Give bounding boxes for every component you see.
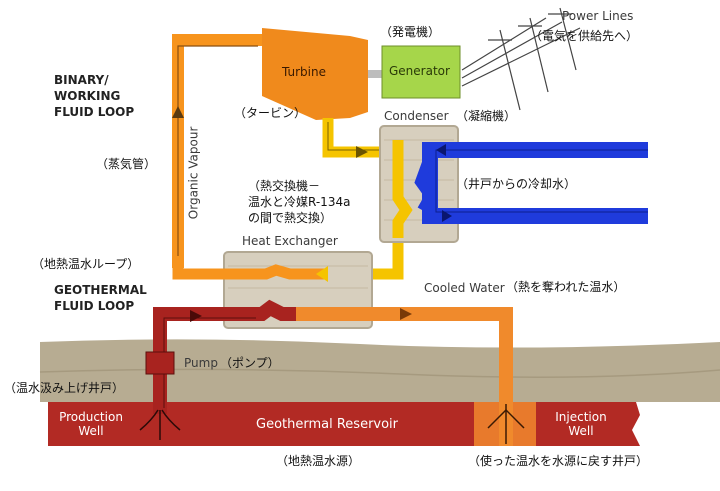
condenser-label: Condenser (384, 109, 449, 123)
hx-note-line2: 温水と冷媒R-134a (248, 195, 351, 209)
geothermal-reservoir-jp-label: （地熱温水源） (276, 454, 361, 468)
well-water-jp-label: （井戸からの冷却水） (456, 177, 577, 191)
injection-well-line2: Well (568, 423, 594, 438)
pump-label: Pump (184, 356, 218, 370)
turbine-jp-label: （タービン） (234, 106, 307, 120)
binary-loop-line1: BINARY/ (54, 73, 109, 87)
generator-label: Generator (389, 64, 450, 78)
cooling-flow-arrow-out (442, 210, 452, 222)
power-lines-jp-label: （電気を供給先へ） (530, 29, 639, 43)
hx-note-line1: （熱交換機－ (248, 179, 321, 193)
injection-well-jp-label: （使った温水を水源に戻す井戸） (468, 454, 649, 468)
liquid-flow-arrow (356, 146, 368, 158)
organic-vapour-label: Organic Vapour (186, 126, 201, 220)
production-well-label: Production Well (56, 410, 126, 439)
geothermal-loop-heading: GEOTHERMAL FLUID LOOP (54, 282, 147, 314)
cooling-flow-arrow-in (436, 144, 446, 156)
heat-exchanger-label: Heat Exchanger (242, 234, 338, 248)
cooled-flow-arrow (400, 308, 412, 320)
geothermal-hot-pipe (153, 299, 296, 414)
binary-loop-heading: BINARY/ WORKING FLUID LOOP (54, 72, 134, 120)
condenser-jp-label: （凝縮機） (456, 109, 517, 123)
organic-vapour-jp-label: （蒸気管） (96, 157, 157, 171)
injection-well-line1: Injection (555, 410, 607, 424)
production-well-line1: Production (59, 410, 123, 424)
turbine-shaft (368, 70, 382, 78)
vapour-flow-arrow (172, 106, 184, 118)
binary-loop-line3: FLUID LOOP (54, 105, 135, 119)
generator-body (381, 45, 461, 99)
geothermal-loop-line1: GEOTHERMAL (54, 283, 147, 297)
geothermal-reservoir-label: Geothermal Reservoir (256, 417, 399, 432)
cooled-water-jp-label: （熱を奪われた温水） (506, 280, 626, 294)
cooled-water-label: Cooled Water (424, 281, 505, 295)
power-lines-label: Power Lines (562, 9, 634, 23)
turbine-body (262, 28, 368, 120)
hx-note: （熱交換機－ 温水と冷媒R-134a の間で熱交換） (248, 178, 350, 226)
turbine-label: Turbine (282, 65, 326, 79)
production-well-arrows (139, 409, 181, 440)
production-well-jp-label: （温水汲み上げ井戸） (4, 381, 125, 395)
geothermal-loop-line2: FLUID LOOP (54, 299, 135, 313)
pump-jp-label: （ポンプ） (220, 356, 280, 370)
hot-flow-arrow (190, 310, 202, 322)
generator-jp-label: （発電機） (380, 25, 441, 39)
power-line-towers (461, 7, 581, 111)
geothermal-loop-jp-label: （地熱温水ループ） (32, 257, 140, 271)
binary-loop-line2: WORKING (54, 89, 121, 103)
ground-layer (40, 339, 720, 402)
injection-well-arrows (487, 404, 525, 444)
production-well-line2: Well (78, 423, 104, 438)
cooled-water-pipe (296, 307, 513, 446)
injection-well-label: Injection Well (548, 410, 614, 439)
hx-note-line3: の間で熱交換） (248, 211, 333, 225)
pump-body (145, 351, 175, 375)
